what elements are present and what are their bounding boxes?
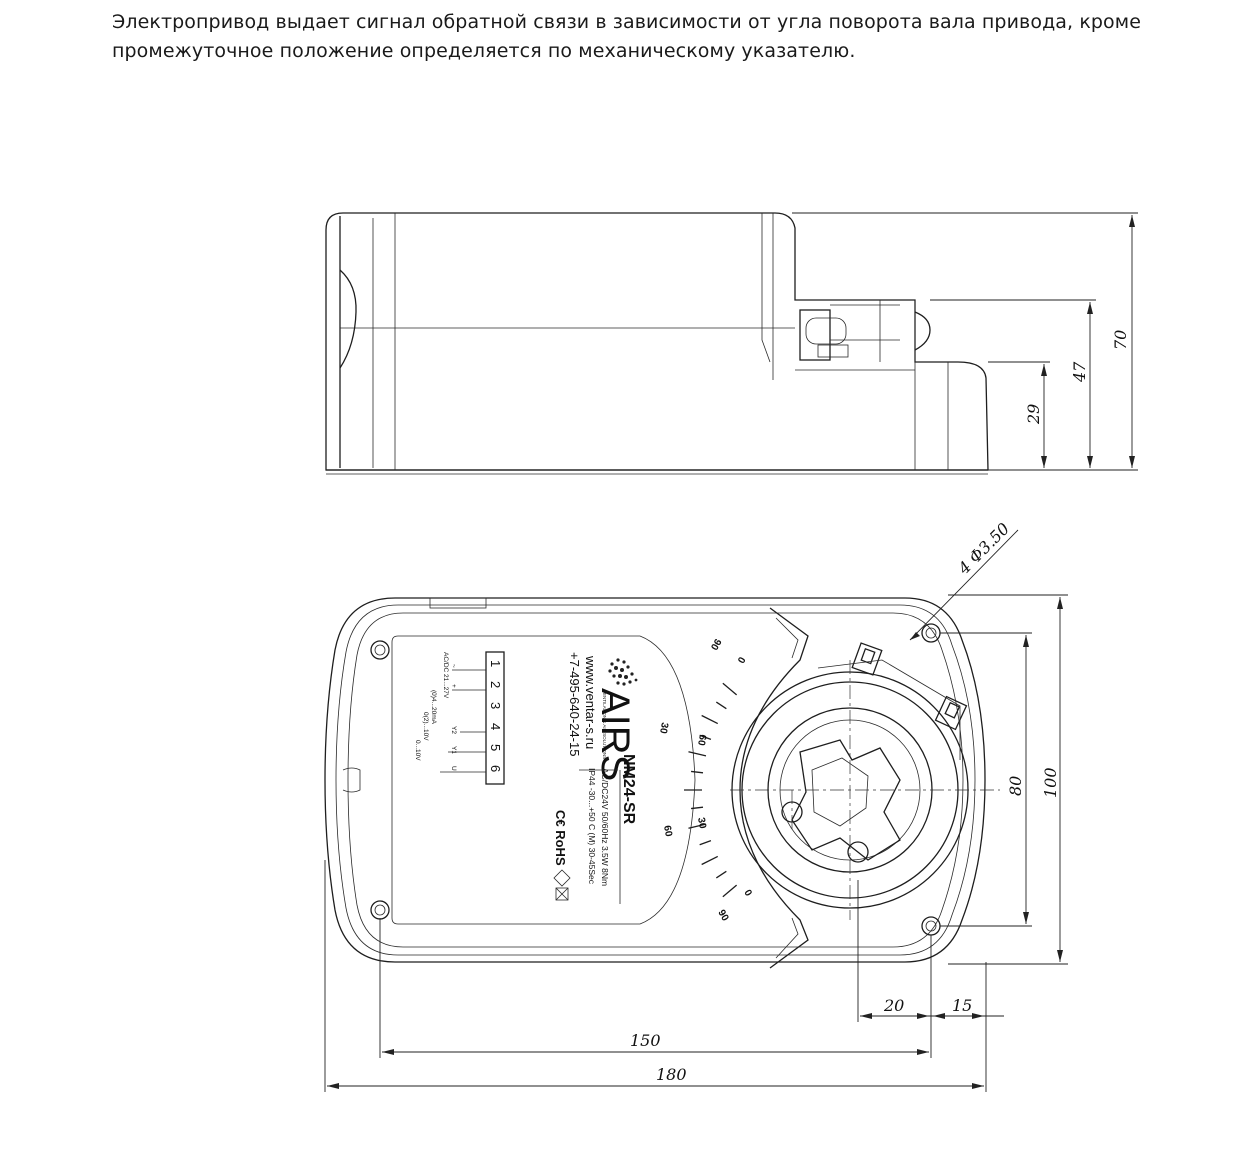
screw-right [934, 695, 968, 731]
terminal-5: 5 [488, 744, 503, 751]
mount-hole [370, 640, 390, 660]
spec-row-1: AC/DC24V 50/60Hz 3.5W 8Nm [600, 768, 610, 886]
intro-text: Электропривод выдает сигнал обратной свя… [112, 8, 1252, 66]
wiring-pin-2: + [450, 684, 457, 688]
ce-rohs-mark: C€ RoHS [553, 810, 568, 866]
scale-labels: 0 0 60 30 30 60 90 90 [657, 637, 754, 924]
dim-15: 15 [952, 996, 972, 1015]
mount-hole [921, 916, 941, 936]
scale-tick [715, 701, 727, 710]
phone-text: +7-495-640-24-15 [567, 652, 582, 756]
dim-20: 20 [883, 996, 904, 1015]
scale-label-60-outer: 60 [661, 825, 674, 838]
terminal-4: 4 [488, 723, 503, 730]
disposal-icon [553, 869, 571, 901]
wiring-label-1: AC/DC 21...27V [442, 652, 449, 699]
mount-hole [921, 623, 941, 643]
site-text: www.ventar-s.ru [583, 655, 598, 749]
dim-70: 70 [1111, 330, 1130, 350]
wiring-label-3: 0(2)...10V [422, 712, 429, 741]
terminal-3: 3 [488, 702, 503, 709]
scale-label-30-bottom: 30 [695, 817, 708, 830]
wiring-pin-1: ~ [450, 664, 457, 668]
scale-tick [715, 870, 727, 879]
scale-label-90-top: 90 [708, 637, 723, 653]
side-view: 70 47 29 [325, 212, 1138, 475]
hole-callout: 4 Ф3.50 [954, 519, 1014, 579]
scale-label-0-top: 0 [734, 655, 747, 666]
screw-top [851, 642, 883, 676]
dim-80: 80 [1006, 776, 1025, 796]
airs-logo [608, 658, 638, 686]
intro-line-1: Электропривод выдает сигнал обратной свя… [112, 11, 1142, 33]
intro-line-2: промежуточное положение определяется по … [112, 40, 856, 62]
scale-label-30-outer: 30 [657, 721, 670, 734]
model-text: NM24-SR [620, 754, 637, 825]
terminal-1: 1 [488, 660, 503, 667]
dim-180: 180 [656, 1065, 687, 1084]
wiring-pin-5: U [450, 766, 457, 771]
wiring-pin-4: Y1 [450, 746, 457, 754]
scale-label-90-bottom: 90 [715, 908, 730, 924]
dim-150: 150 [630, 1031, 661, 1050]
scale-label-0-bottom: 0 [741, 888, 754, 899]
scale-tick [701, 855, 719, 866]
scale-tick [688, 751, 707, 757]
terminal-6: 6 [488, 765, 503, 772]
scale-label-60-top: 60 [695, 733, 708, 746]
scale-tick [691, 770, 704, 774]
dim-47: 47 [1070, 361, 1089, 383]
scale-tick [699, 734, 712, 740]
scale-tick [699, 840, 712, 846]
scale-tick [701, 714, 719, 725]
brand-text: AIRS [593, 688, 637, 781]
dim-29: 29 [1024, 404, 1043, 425]
mount-hole [370, 900, 390, 920]
wiring-pin-3: Y2 [450, 726, 457, 734]
top-view: 1 2 3 4 5 6 AC/DC 21...27V (0)4...20mA 0… [324, 519, 1068, 1092]
angle-scale [684, 682, 738, 898]
scale-tick [688, 823, 707, 829]
brand-tagline: VENTILATION & AIR SOLUTIONS [602, 690, 607, 759]
terminal-2: 2 [488, 681, 503, 688]
spec-row-2: IP44 -30...+50 C (M) 30-45Sec [587, 768, 597, 885]
wiring-label-4: 0...10V [414, 740, 421, 761]
scale-tick [722, 884, 738, 898]
dim-100: 100 [1041, 767, 1060, 798]
wiring-label-2: (0)4...20mA [430, 690, 437, 725]
scale-tick [691, 806, 704, 810]
scale-tick [722, 682, 738, 696]
